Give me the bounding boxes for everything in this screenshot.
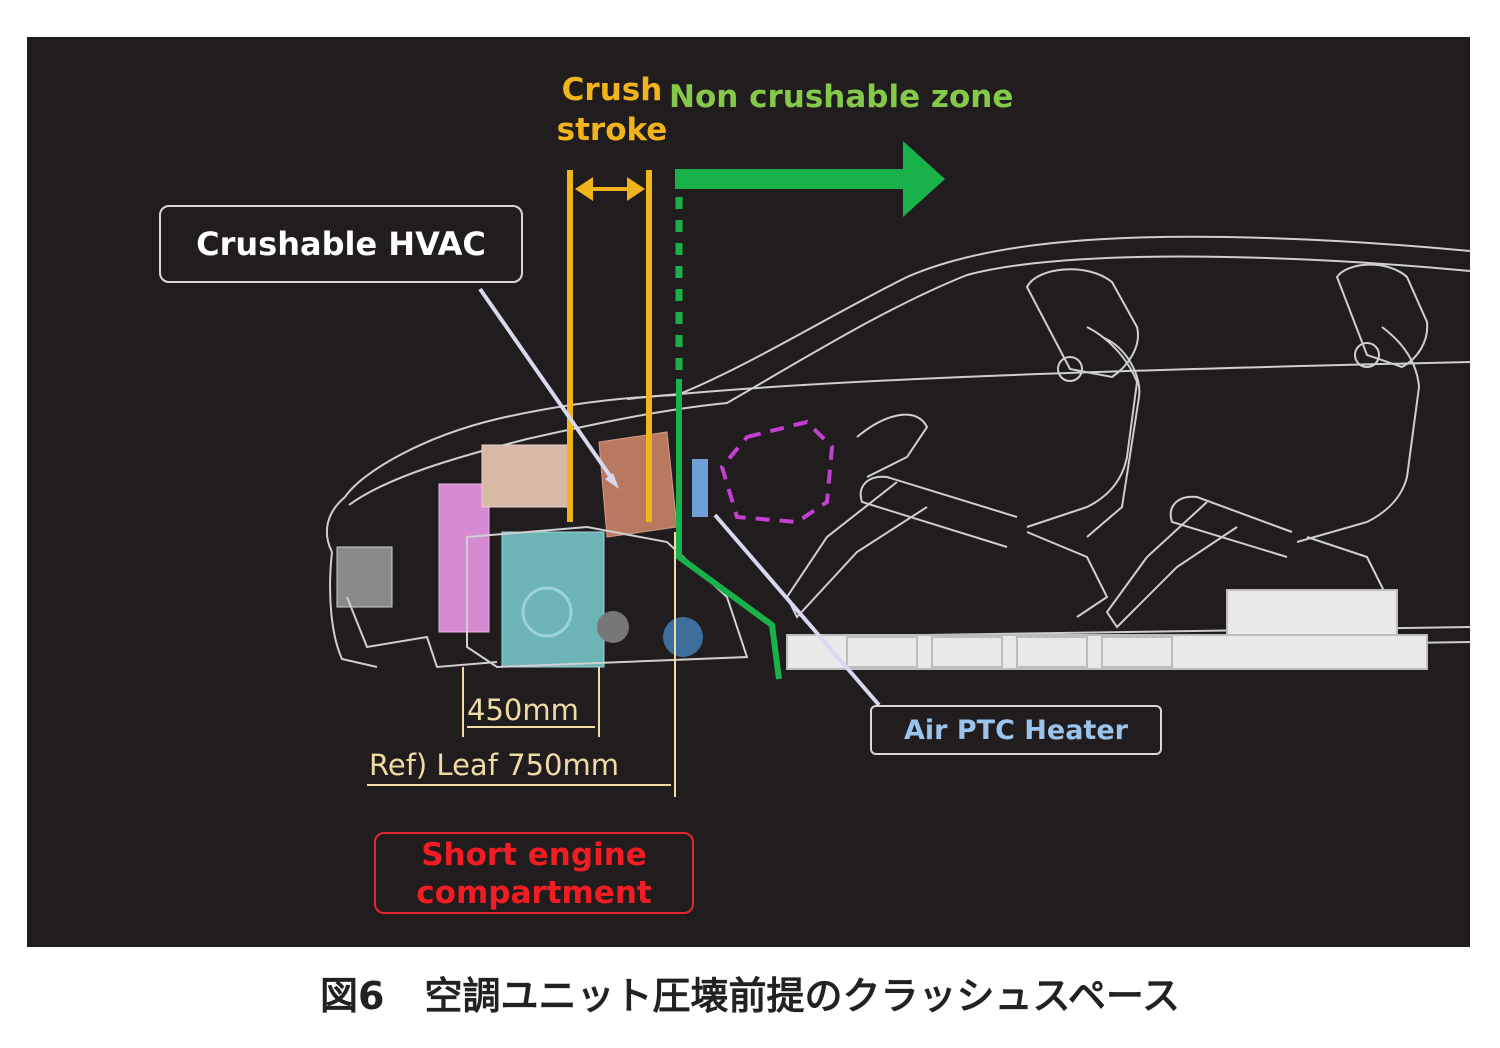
crush-stroke-arrowhead-right: [627, 177, 645, 201]
crush-stroke-line-1: Crush: [561, 72, 663, 108]
ptc-leader-line: [713, 513, 881, 707]
diagram-panel: Crush stroke Non crushable zone Crushabl…: [27, 37, 1470, 947]
non-crushable-zone-label: Non crushable zone: [669, 79, 1014, 115]
air-ptc-heater-label: Air PTC Heater: [904, 714, 1128, 746]
hvac-leader-line: [478, 287, 617, 485]
short-engine-line-2: compartment: [416, 875, 652, 911]
rear-occupant: [1105, 263, 1429, 629]
dimension-450mm-label: 450mm: [467, 693, 579, 727]
occupant-head-zone: [719, 419, 835, 525]
figure-number: 図6: [320, 974, 385, 1018]
dimension-leaf-750mm-label: Ref) Leaf 750mm: [369, 748, 619, 782]
short-engine-compartment-callout: Short engine compartment: [374, 832, 694, 914]
crush-stroke-arrowhead-left: [575, 177, 593, 201]
crush-stroke-line-2: stroke: [556, 112, 668, 148]
figure-caption: 図6 空調ユニット圧壊前提のクラッシュスペース: [0, 965, 1500, 1020]
crush-stroke-label: Crush stroke: [547, 70, 677, 150]
vehicle-cross-section-drawing: [325, 141, 1470, 797]
crush-stroke-markers: [567, 170, 652, 522]
crushable-hvac-label: Crushable HVAC: [196, 225, 486, 263]
dimension-lines: [367, 532, 676, 797]
air-ptc-heater-callout: Air PTC Heater: [870, 705, 1162, 755]
crushable-hvac-callout: Crushable HVAC: [159, 205, 523, 283]
hvac-leader-arrowhead: [605, 473, 619, 489]
non-crushable-arrow: [675, 141, 945, 217]
front-occupant: [785, 268, 1141, 619]
caption-text: 空調ユニット圧壊前提のクラッシュスペース: [424, 974, 1180, 1018]
battery-pack: [786, 589, 1428, 670]
front-powertrain: [336, 431, 749, 669]
short-engine-line-1: Short engine: [421, 837, 647, 873]
non-crushable-boundary: [676, 379, 782, 680]
